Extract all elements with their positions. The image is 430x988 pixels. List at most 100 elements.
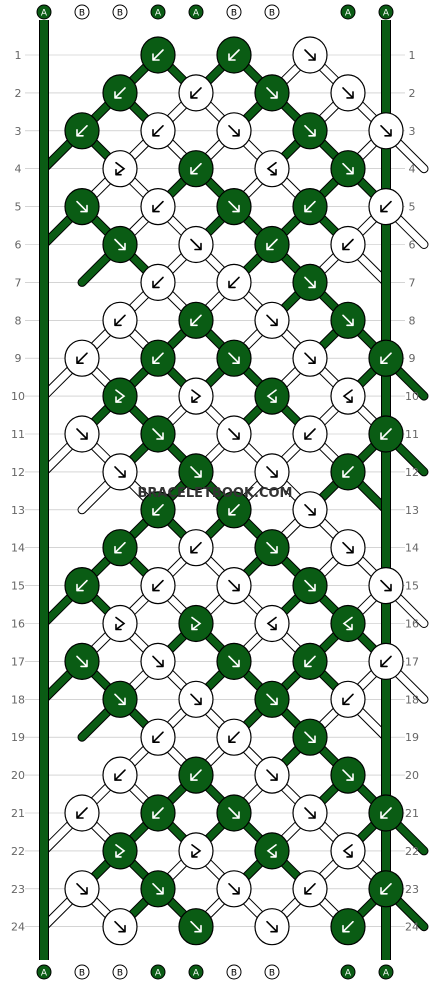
row-label-left: 5 xyxy=(15,201,22,214)
row-label-left: 15 xyxy=(11,580,25,593)
knot xyxy=(178,680,214,718)
knot-body xyxy=(254,832,290,870)
knot-arrow-icon xyxy=(228,125,240,137)
knot xyxy=(330,74,366,112)
knot-arrow-icon xyxy=(152,807,164,819)
knot xyxy=(102,832,138,870)
row-label-right: 4 xyxy=(409,163,416,176)
strand-end-top xyxy=(112,4,128,20)
knot-arrow-icon xyxy=(152,655,164,668)
knot-body xyxy=(102,150,138,188)
knot-arrow-icon xyxy=(266,693,278,706)
knot xyxy=(368,188,404,226)
knot xyxy=(178,225,214,264)
knot-arrow-icon xyxy=(342,920,354,933)
knot-grid xyxy=(64,36,404,946)
strand-end-top xyxy=(226,4,242,20)
row-label-left: 10 xyxy=(11,390,25,403)
knot xyxy=(216,263,252,301)
knot-arrow-icon xyxy=(114,238,126,251)
knot xyxy=(254,832,290,870)
knot-arrow-icon xyxy=(228,807,240,819)
knot xyxy=(254,908,290,946)
knot-arrow-icon xyxy=(342,466,354,478)
knot-arrow-icon xyxy=(228,200,240,213)
knot-arrow-icon xyxy=(76,125,88,137)
knot-arrow-icon xyxy=(115,161,126,176)
knot xyxy=(330,832,366,870)
knot-arrow-icon xyxy=(342,693,354,706)
strand-end-top xyxy=(188,4,204,20)
row-label-left: 21 xyxy=(11,807,25,820)
knot xyxy=(216,794,252,832)
knot-arrow-icon xyxy=(228,731,240,744)
knot-arrow-icon xyxy=(191,844,202,858)
row-label-right: 12 xyxy=(405,466,419,479)
knot xyxy=(64,566,100,605)
knot-arrow-icon xyxy=(152,428,164,440)
knot xyxy=(140,339,176,377)
strand-end-bottom xyxy=(150,964,166,980)
knot-body xyxy=(330,832,366,870)
knot xyxy=(292,415,328,453)
knot-arrow-icon xyxy=(228,882,240,895)
strand-end-top xyxy=(74,4,90,20)
knot xyxy=(254,225,290,264)
knot xyxy=(368,339,404,377)
row-label-right: 18 xyxy=(405,693,419,706)
knot-arrow-icon xyxy=(152,579,164,592)
strand-end-label-top: B xyxy=(269,9,275,19)
knot xyxy=(254,529,290,567)
knot xyxy=(216,112,252,150)
knot-arrow-icon xyxy=(342,314,354,327)
row-label-left: 8 xyxy=(15,314,22,327)
knot xyxy=(292,642,328,681)
knot-arrow-icon xyxy=(114,466,126,478)
knot xyxy=(254,74,290,112)
row-label-left: 16 xyxy=(11,618,25,631)
knot xyxy=(140,642,176,681)
knot xyxy=(330,301,366,339)
strand-end-label-bottom: A xyxy=(155,969,162,979)
knot-arrow-icon xyxy=(304,655,316,668)
knot xyxy=(216,415,252,453)
knot xyxy=(292,491,328,529)
knot-arrow-icon xyxy=(190,314,202,327)
knot-arrow-icon xyxy=(304,49,316,61)
row-label-right: 17 xyxy=(405,655,419,668)
knot xyxy=(254,453,290,491)
row-label-left: 23 xyxy=(11,883,25,896)
knot xyxy=(330,756,366,794)
row-label-left: 13 xyxy=(11,504,25,517)
knot xyxy=(216,339,252,377)
knot-arrow-icon xyxy=(304,882,316,895)
knot-body xyxy=(102,604,138,643)
knot xyxy=(64,870,100,908)
knot xyxy=(102,756,138,794)
knot xyxy=(292,870,328,908)
knot xyxy=(102,150,138,188)
knot-arrow-icon xyxy=(114,314,126,327)
knot-arrow-icon xyxy=(304,428,316,440)
knot xyxy=(140,415,176,453)
knot-arrow-icon xyxy=(342,238,354,251)
knot xyxy=(102,377,138,415)
knot-arrow-icon xyxy=(76,655,88,668)
knot-arrow-icon xyxy=(228,352,240,365)
knot-arrow-icon xyxy=(380,882,392,895)
knot-arrow-icon xyxy=(152,49,164,61)
row-label-right: 10 xyxy=(405,390,419,403)
knot-arrow-icon xyxy=(228,428,240,440)
knot xyxy=(292,36,328,74)
knot xyxy=(368,870,404,908)
knot-arrow-icon xyxy=(380,655,392,668)
strand-end-label-bottom: B xyxy=(117,969,123,979)
knot xyxy=(292,794,328,832)
knot xyxy=(216,566,252,605)
strand-end-label-bottom: B xyxy=(231,969,237,979)
knot xyxy=(102,74,138,112)
strand-end-label-top: A xyxy=(155,9,162,19)
knot xyxy=(102,225,138,264)
row-label-right: 15 xyxy=(405,580,419,593)
